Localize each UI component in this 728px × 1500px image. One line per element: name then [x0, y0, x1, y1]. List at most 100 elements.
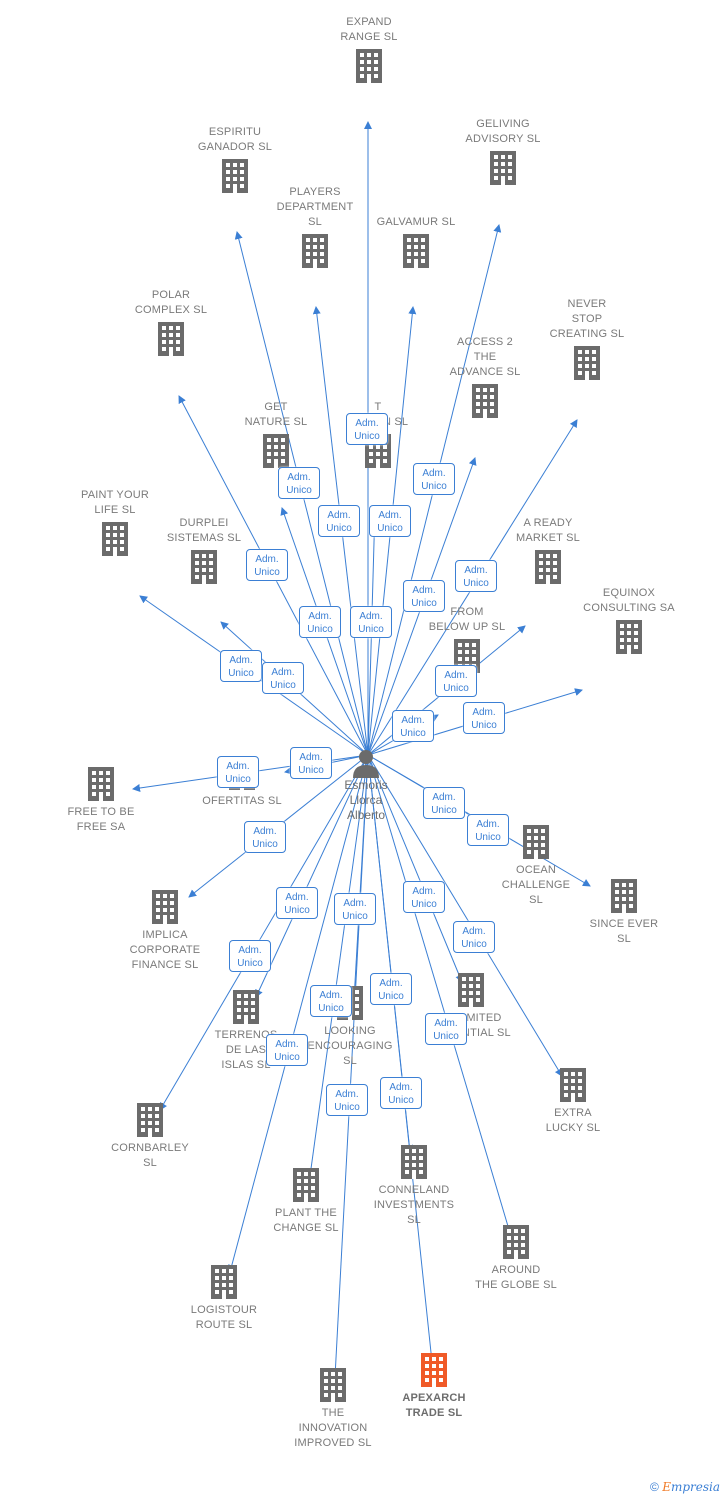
role-badge-cornbarley[interactable]: Adm. Unico — [276, 887, 318, 919]
role-badge-aroundglobe[interactable]: Adm. Unico — [425, 1013, 467, 1045]
company-label: FREE TO BE FREE SA — [67, 806, 135, 833]
role-badge-logistour[interactable]: Adm. Unico — [266, 1034, 308, 1066]
company-label: GELIVING ADVISORY SL — [465, 118, 541, 145]
role-badge-geliving[interactable]: Adm. Unico — [413, 463, 455, 495]
company-node-equinox[interactable]: EQUINOX CONSULTING SA — [564, 586, 694, 654]
company-node-espiritu[interactable]: ESPIRITU GANADOR SL — [170, 125, 300, 193]
company-node-access[interactable]: ACCESS 2 THE ADVANCE SL — [420, 335, 550, 418]
role-badge-never[interactable]: Adm. Unico — [455, 560, 497, 592]
company-label: NEVER STOP CREATING SL — [549, 298, 625, 340]
role-badge-equinox[interactable]: Adm. Unico — [463, 702, 505, 734]
company-node-getnature[interactable]: GET NATURE SL — [211, 400, 341, 468]
copyright-symbol: © — [650, 1480, 659, 1494]
edge-logistour — [227, 754, 369, 1273]
role-badge-terrenos[interactable]: Adm. Unico — [229, 940, 271, 972]
role-badge-conneland[interactable]: Adm. Unico — [370, 973, 412, 1005]
company-node-conneland[interactable]: CONNELAND INVESTMENTS SL — [349, 1145, 479, 1228]
role-badge-players[interactable]: Adm. Unico — [318, 505, 360, 537]
role-badge-sinceever[interactable]: Adm. Unico — [423, 787, 465, 819]
company-node-never[interactable]: NEVER STOP CREATING SL — [522, 297, 652, 380]
role-badge-expand[interactable]: Adm. Unico — [346, 413, 388, 445]
company-node-galvamur[interactable]: GALVAMUR SL — [351, 215, 481, 268]
company-node-freetobe[interactable]: FREE TO BE FREE SA — [36, 767, 166, 835]
company-node-innovation[interactable]: THE INNOVATION IMPROVED SL — [268, 1368, 398, 1451]
company-node-polar[interactable]: POLAR COMPLEX SL — [106, 288, 236, 356]
role-badge-getnature[interactable]: Adm. Unico — [299, 606, 341, 638]
building-icon — [611, 879, 637, 913]
company-node-looking[interactable]: LOOKING ENCOURAGING SL — [285, 986, 415, 1069]
company-node-ocean[interactable]: OCEAN CHALLENGE SL — [471, 825, 601, 908]
building-icon — [222, 159, 248, 193]
role-badge-galvamur[interactable]: Adm. Unico — [369, 505, 411, 537]
building-icon — [490, 151, 516, 185]
building-icon — [137, 1103, 163, 1137]
company-node-sinceever[interactable]: SINCE EVER SL — [559, 879, 689, 947]
company-label: EQUINOX CONSULTING SA — [583, 587, 675, 614]
company-node-durplei[interactable]: DURPLEI SISTEMAS SL — [139, 516, 269, 584]
company-label: FROM BELOW UP SL — [428, 606, 506, 633]
company-node-players[interactable]: PLAYERS DEPARTMENT SL — [250, 185, 380, 268]
company-label: EXPAND RANGE SL — [340, 16, 398, 43]
building-icon — [88, 767, 114, 801]
role-badge-extralucky[interactable]: Adm. Unico — [453, 921, 495, 953]
company-node-frombelow[interactable]: FROM BELOW UP SL — [402, 605, 532, 673]
company-label: GET NATURE SL — [244, 401, 308, 428]
company-node-aready[interactable]: A READY MARKET SL — [483, 516, 613, 584]
company-label: THE INNOVATION IMPROVED SL — [294, 1407, 372, 1449]
role-badge-aready[interactable]: Adm. Unico — [435, 665, 477, 697]
company-label: APEXARCH TRADE SL — [402, 1392, 466, 1419]
edge-plantthe — [306, 754, 369, 1177]
edge-innovation — [331, 754, 369, 1378]
building-icon — [535, 550, 561, 584]
company-label: IMPLICA CORPORATE FINANCE SL — [129, 929, 201, 971]
company-label: DURPLEI SISTEMAS SL — [166, 517, 242, 544]
company-label: OCEAN CHALLENGE SL — [501, 864, 571, 906]
company-node-aroundglobe[interactable]: AROUND THE GLOBE SL — [451, 1225, 581, 1293]
edge-extralucky — [367, 754, 563, 1077]
edge-terrenos — [255, 754, 369, 998]
role-badge-innovation[interactable]: Adm. Unico — [326, 1084, 368, 1116]
role-badge-looking[interactable]: Adm. Unico — [310, 985, 352, 1017]
company-node-paint[interactable]: PAINT YOUR LIFE SL — [50, 488, 180, 556]
role-badge-unlimited[interactable]: Adm. Unico — [403, 881, 445, 913]
role-badge-implica[interactable]: Adm. Unico — [244, 821, 286, 853]
empresia-brand[interactable]: © Empresia — [650, 1480, 720, 1494]
company-node-terrenos[interactable]: TERRENOS DE LAS ISLAS SL — [181, 990, 311, 1073]
brand-initial: E — [662, 1480, 671, 1494]
role-badge-access[interactable]: Adm. Unico — [403, 580, 445, 612]
company-node-implica[interactable]: IMPLICA CORPORATE FINANCE SL — [100, 890, 230, 973]
company-label: TERRENOS DE LAS ISLAS SL — [214, 1029, 278, 1071]
role-badge-ocean[interactable]: Adm. Unico — [467, 814, 509, 846]
person-icon — [353, 750, 379, 778]
role-badge-polar[interactable]: Adm. Unico — [246, 549, 288, 581]
role-badge-frombelow[interactable]: Adm. Unico — [392, 710, 434, 742]
person-name: Esmoris Llorca Alberto — [344, 778, 388, 822]
company-label: POLAR COMPLEX SL — [134, 289, 208, 316]
role-badge-design[interactable]: Adm. Unico — [350, 606, 392, 638]
building-icon — [560, 1068, 586, 1102]
company-label: AROUND THE GLOBE SL — [475, 1264, 557, 1291]
edge-cornbarley — [159, 754, 369, 1111]
company-node-geliving[interactable]: GELIVING ADVISORY SL — [438, 117, 568, 185]
company-label: OFERTITAS SL — [202, 795, 282, 807]
company-node-apexarch[interactable]: APEXARCH TRADE SL — [369, 1353, 499, 1421]
role-badge-paint[interactable]: Adm. Unico — [220, 650, 262, 682]
company-node-extralucky[interactable]: EXTRA LUCKY SL — [508, 1068, 638, 1136]
person-node[interactable]: Esmoris Llorca Alberto — [321, 748, 411, 823]
building-icon — [263, 434, 289, 468]
company-node-plantthe[interactable]: PLANT THE CHANGE SL — [241, 1168, 371, 1236]
role-badge-ofertitas[interactable]: Adm. Unico — [290, 747, 332, 779]
role-badge-espiritu[interactable]: Adm. Unico — [278, 467, 320, 499]
company-node-logistour[interactable]: LOGISTOUR ROUTE SL — [159, 1265, 289, 1333]
building-icon — [421, 1353, 447, 1387]
role-badge-apexarch[interactable]: Adm. Unico — [380, 1077, 422, 1109]
role-badge-durplei[interactable]: Adm. Unico — [262, 662, 304, 694]
company-node-expand[interactable]: EXPAND RANGE SL — [304, 15, 434, 83]
company-node-ofertitas[interactable]: OFERTITAS SL — [177, 756, 307, 809]
role-badge-plantthe[interactable]: Adm. Unico — [334, 893, 376, 925]
building-icon — [472, 384, 498, 418]
company-label: CONNELAND INVESTMENTS SL — [373, 1184, 455, 1226]
building-icon — [211, 1265, 237, 1299]
role-badge-freetobe[interactable]: Adm. Unico — [217, 756, 259, 788]
company-node-cornbarley[interactable]: CORNBARLEY SL — [85, 1103, 215, 1171]
